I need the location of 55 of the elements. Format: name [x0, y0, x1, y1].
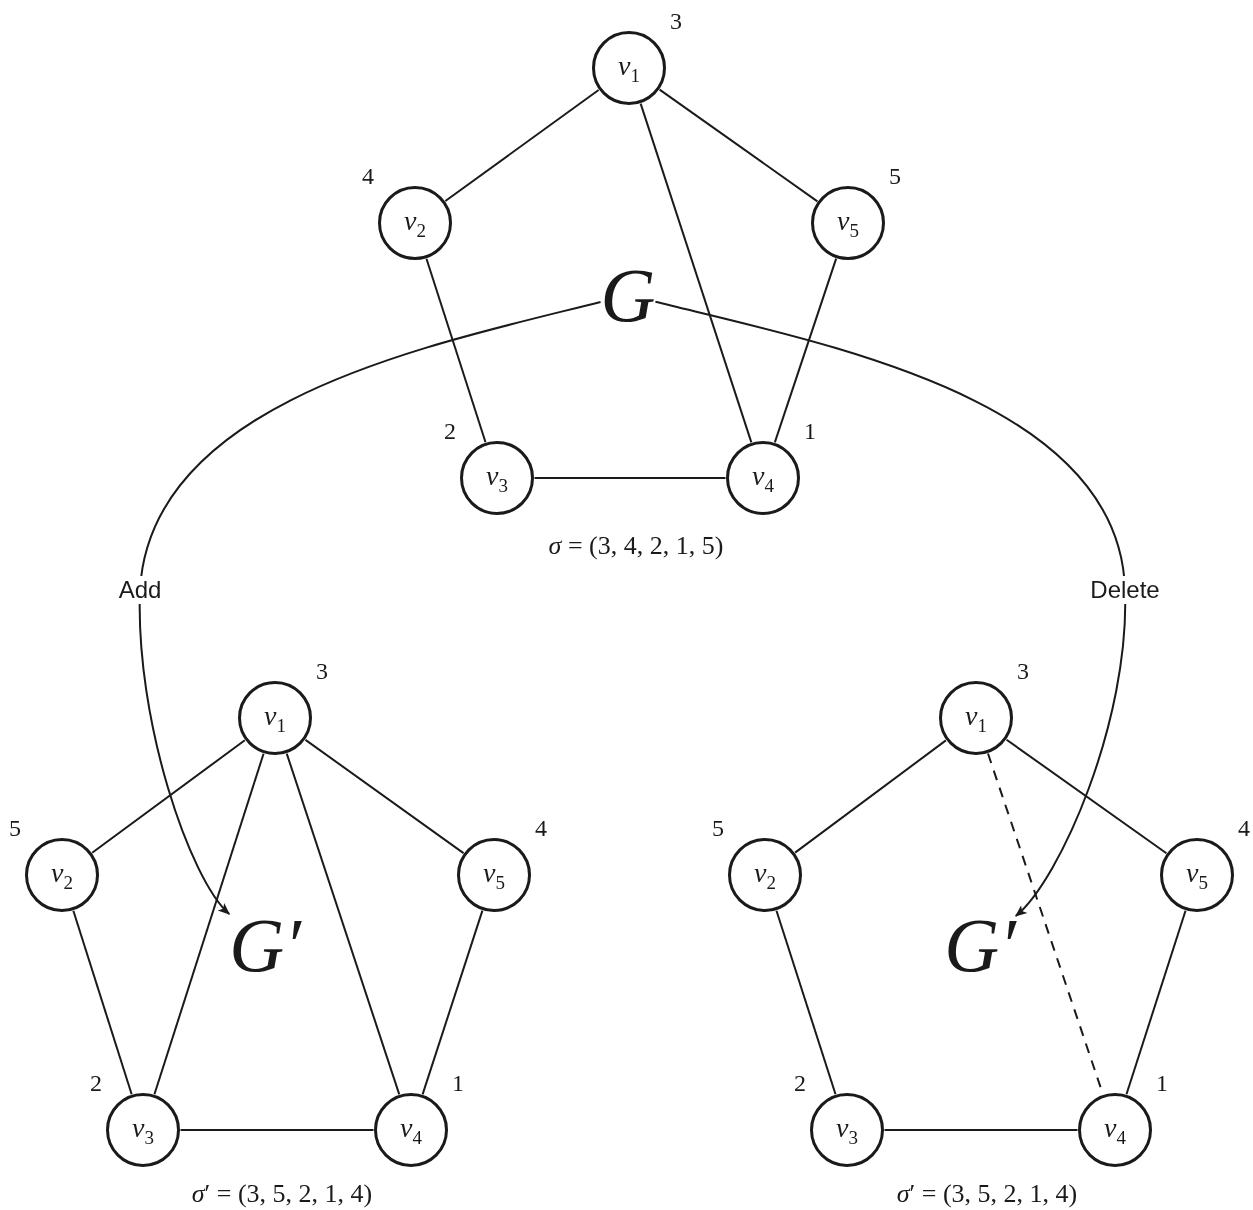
vertex-label: v$_{3}$ — [486, 461, 508, 495]
edge-line — [639, 102, 753, 444]
vertex-number: 3 — [316, 659, 328, 683]
edge-line — [1125, 909, 1187, 1096]
arrow — [654, 300, 1126, 917]
edge-line — [775, 909, 837, 1096]
vertex-number: 1 — [1156, 1071, 1168, 1095]
edge-line — [794, 739, 947, 854]
vertex-label: v$_{4}$ — [1104, 1113, 1126, 1147]
vertex-number: 4 — [1238, 816, 1250, 840]
vertex-label: v$_{5}$ — [1186, 858, 1208, 892]
vertex-label: v$_{4}$ — [752, 461, 774, 495]
vertex-number: 2 — [794, 1071, 806, 1095]
vertex-label: v$_{2}$ — [754, 858, 776, 892]
edge-line — [91, 739, 246, 854]
vertex-number: 1 — [804, 419, 816, 443]
vertex-label: v$_{1}$ — [965, 701, 987, 735]
edge-line — [533, 477, 727, 479]
vertex-number: 2 — [444, 419, 456, 443]
edge-line — [444, 89, 600, 202]
vertex-number: 5 — [712, 816, 724, 840]
vertex-label: v$_{3}$ — [132, 1113, 154, 1147]
vertex-label: v$_{3}$ — [836, 1113, 858, 1147]
vertex-label: v$_{5}$ — [483, 858, 505, 892]
vertex-label: v$_{2}$ — [51, 858, 73, 892]
vertex-label: v$_{2}$ — [404, 206, 426, 240]
vertex-label: v$_{1}$ — [618, 51, 640, 85]
vertex-number: 3 — [1017, 659, 1029, 683]
edge-line — [773, 257, 838, 444]
graph-label: G′ — [229, 907, 301, 983]
edge-line — [883, 1129, 1079, 1131]
vertex-number: 5 — [9, 816, 21, 840]
ordering-label: σ = (3, 4, 2, 1, 5) — [548, 533, 724, 559]
vertex-label: v$_{4}$ — [400, 1113, 422, 1147]
arrow — [138, 300, 602, 915]
vertex-label: v$_{5}$ — [837, 206, 859, 240]
vertex-number: 2 — [90, 1071, 102, 1095]
edge-line — [72, 909, 133, 1096]
edge-line — [425, 257, 487, 444]
graph-label: G — [600, 257, 656, 333]
vertex-label: v$_{1}$ — [264, 701, 286, 735]
edge-line — [285, 752, 401, 1096]
edge-line — [421, 909, 484, 1096]
graph-label: G′ — [944, 907, 1016, 983]
vertex-number: 4 — [362, 164, 374, 188]
vertex-number: 1 — [452, 1071, 464, 1095]
edge-line — [1005, 738, 1168, 855]
ordering-label: σ′ = (3, 5, 2, 1, 4) — [896, 1181, 1078, 1207]
edge-line — [304, 738, 465, 855]
vertex-number: 3 — [670, 9, 682, 33]
edge-line — [658, 88, 819, 203]
vertex-number: 5 — [889, 164, 901, 188]
edge-line — [153, 752, 265, 1096]
ordering-label: σ′ = (3, 5, 2, 1, 4) — [191, 1181, 373, 1207]
vertex-number: 4 — [535, 816, 547, 840]
